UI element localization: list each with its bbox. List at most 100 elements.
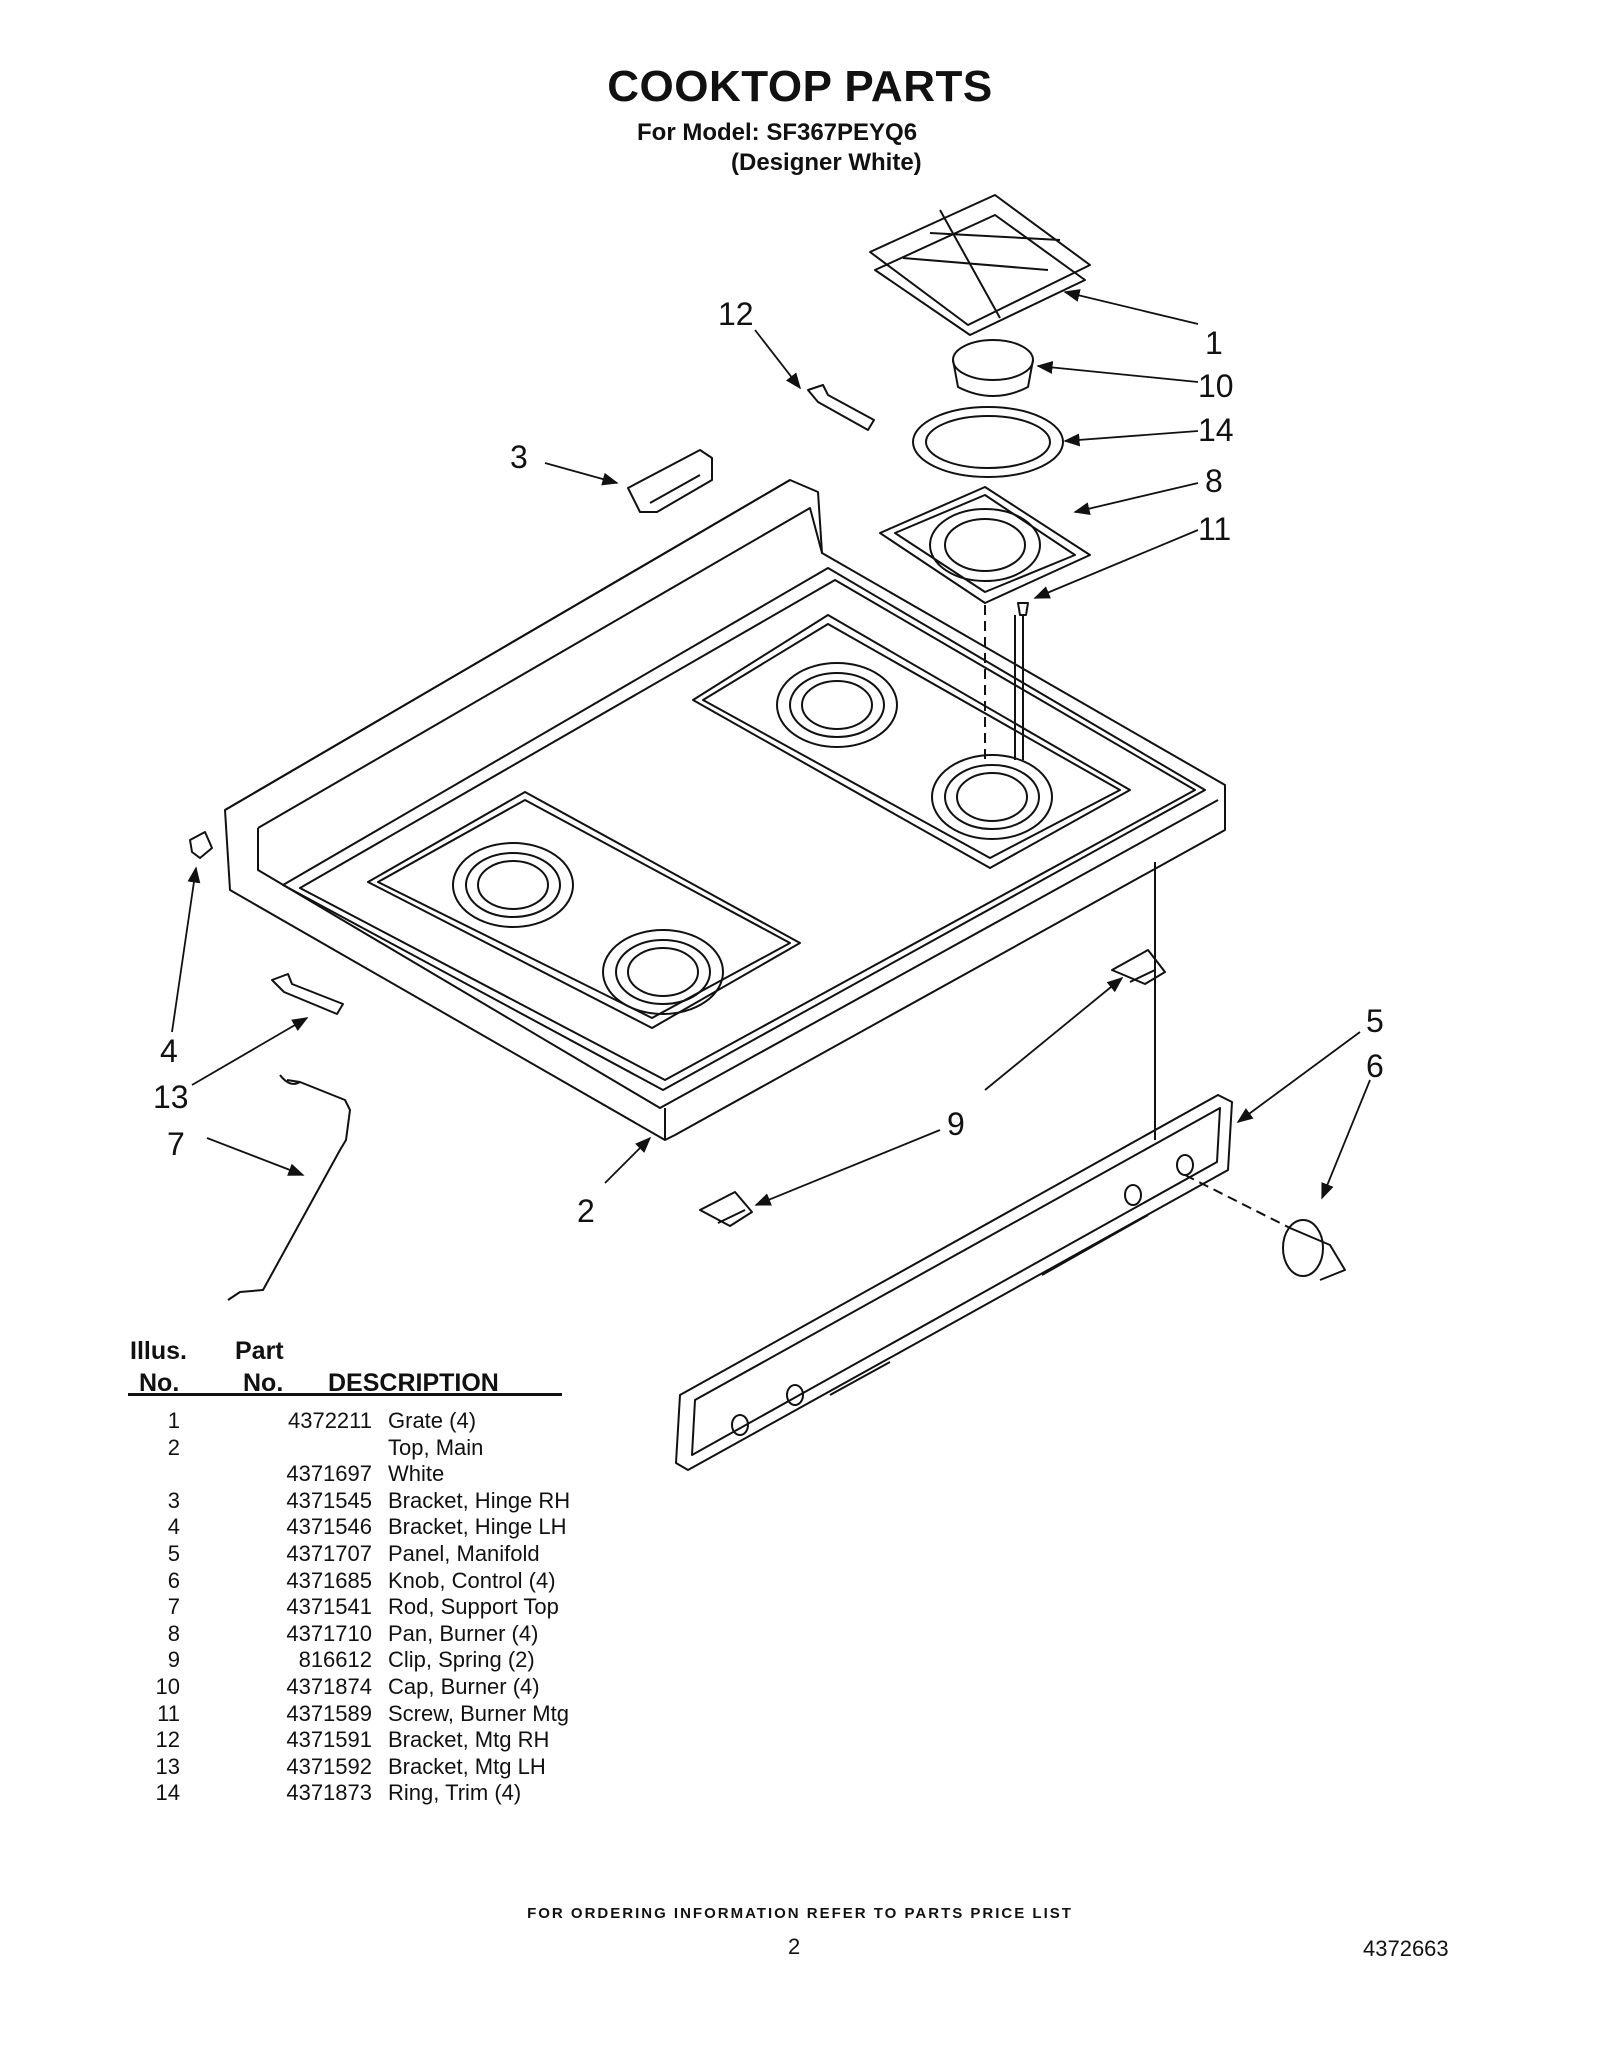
- description: Clip, Spring (2): [388, 1647, 535, 1673]
- page-title: COOKTOP PARTS: [607, 62, 993, 111]
- model-line: For Model: SF367PEYQ6: [637, 119, 918, 146]
- trim-ring-part: [912, 406, 1064, 478]
- description: Bracket, Hinge RH: [388, 1487, 571, 1513]
- document-number: 4372663: [1363, 1936, 1449, 1961]
- col-part-header-1: Part: [235, 1337, 284, 1365]
- illus-no: 4: [167, 1514, 180, 1540]
- callout-6: 6: [1366, 1048, 1384, 1084]
- description: Screw, Burner Mtg: [388, 1700, 569, 1726]
- table-header-rule: [128, 1393, 562, 1396]
- illus-no: 10: [155, 1673, 180, 1699]
- bracket-hinge-lh-part: [189, 831, 213, 859]
- col-description-header: DESCRIPTION: [328, 1369, 499, 1397]
- description: Bracket, Hinge LH: [388, 1514, 567, 1540]
- description: Panel, Manifold: [388, 1540, 540, 1566]
- ordering-note: FOR ORDERING INFORMATION REFER TO PARTS …: [527, 1905, 1073, 1922]
- control-knob-part: [1184, 1174, 1346, 1281]
- bracket-mtg-lh-part: [271, 973, 344, 1015]
- leader-arrows: [171, 289, 1371, 1206]
- table-row: 14 4371873 Ring, Trim (4): [120, 1780, 648, 1807]
- part-no: 4371591: [286, 1727, 372, 1753]
- bracket-hinge-rh-part: [627, 449, 713, 513]
- part-no: 4371874: [286, 1673, 372, 1699]
- table-row: 10 4371874 Cap, Burner (4): [120, 1674, 648, 1701]
- part-no: 4371592: [286, 1753, 372, 1779]
- callout-7: 7: [167, 1126, 185, 1162]
- callout-5: 5: [1366, 1003, 1384, 1039]
- table-row: 11 4371589 Screw, Burner Mtg: [120, 1701, 648, 1728]
- callout-13: 13: [153, 1079, 189, 1115]
- callout-14: 14: [1198, 412, 1234, 448]
- description: Top, Main: [388, 1434, 484, 1460]
- description: Pan, Burner (4): [388, 1620, 539, 1646]
- illus-no: 14: [155, 1780, 180, 1806]
- grate-part: [869, 194, 1091, 336]
- part-no: 4371589: [286, 1700, 372, 1726]
- table-row: 12 4371591 Bracket, Mtg RH: [120, 1727, 648, 1754]
- page-number: 2: [788, 1934, 801, 1959]
- callout-4: 4: [160, 1033, 178, 1069]
- part-no: 4371685: [286, 1567, 372, 1593]
- illus-no: 12: [155, 1727, 180, 1753]
- table-row: 4371697 White: [120, 1461, 648, 1488]
- part-no: 4371710: [286, 1620, 372, 1646]
- part-no: 4372211: [287, 1408, 372, 1433]
- spring-clip-part: [699, 949, 1166, 1227]
- burner-openings: [452, 662, 1053, 1015]
- part-no: 4371697: [286, 1461, 372, 1487]
- part-no: 4371707: [286, 1540, 372, 1566]
- callout-10: 10: [1198, 368, 1234, 404]
- col-part-header-2: No.: [243, 1369, 284, 1397]
- table-row: 4 4371546 Bracket, Hinge LH: [120, 1514, 648, 1541]
- illus-no: 1: [167, 1408, 180, 1433]
- illus-no: 9: [167, 1647, 180, 1673]
- callout-2: 2: [577, 1193, 595, 1229]
- burner-screw-part: [984, 602, 1029, 760]
- table-row: 3 4371545 Bracket, Hinge RH: [120, 1488, 648, 1515]
- part-no: 4371546: [286, 1514, 372, 1540]
- burner-pan-part: [879, 486, 1091, 604]
- description: Cap, Burner (4): [388, 1673, 540, 1699]
- part-no: 4371541: [286, 1594, 372, 1620]
- bracket-mtg-rh-part: [807, 384, 875, 431]
- callout-11: 11: [1198, 511, 1231, 547]
- illus-no: 8: [167, 1620, 180, 1646]
- table-row: 1 4372211 Grate (4): [120, 1408, 648, 1435]
- description: Rod, Support Top: [388, 1594, 559, 1620]
- table-row: 13 4371592 Bracket, Mtg LH: [120, 1754, 648, 1781]
- table-row: 9 816612 Clip, Spring (2): [120, 1647, 648, 1674]
- illus-no: [120, 1461, 180, 1488]
- part-no: 816612: [298, 1647, 372, 1673]
- illus-no: 2: [167, 1434, 180, 1460]
- burner-cap-part: [952, 339, 1034, 397]
- illus-no: 13: [155, 1753, 180, 1779]
- col-illus-header-2: No.: [139, 1369, 180, 1397]
- manifold-panel-part: [675, 862, 1233, 1471]
- main-top-part: [224, 479, 1226, 1141]
- callout-1: 1: [1205, 325, 1223, 361]
- part-no: 4371545: [286, 1487, 372, 1513]
- parts-table: 1 4372211 Grate (4) 2 Top, Main 4371697 Whit…: [120, 1408, 648, 1807]
- description: Bracket, Mtg RH: [388, 1727, 550, 1753]
- description: Knob, Control (4): [388, 1567, 556, 1593]
- callout-9: 9: [947, 1106, 965, 1142]
- col-illus-header-1: Illus.: [130, 1337, 187, 1365]
- callout-12: 12: [718, 296, 754, 332]
- table-row: 2 Top, Main: [120, 1435, 648, 1462]
- table-row: 7 4371541 Rod, Support Top: [120, 1594, 648, 1621]
- illus-no: 7: [167, 1594, 180, 1620]
- illus-no: 3: [167, 1487, 180, 1513]
- description: Bracket, Mtg LH: [388, 1753, 546, 1779]
- model-info: For Model: SF367PEYQ6 (Designer White): [637, 118, 922, 178]
- description: White: [388, 1461, 445, 1487]
- illus-no: 11: [157, 1700, 180, 1726]
- callout-labels: 1 10 14 8 11 12 3 5 6 9 4 13 7 2: [153, 296, 1384, 1229]
- description: Grate (4): [388, 1408, 477, 1433]
- description: Ring, Trim (4): [388, 1780, 522, 1806]
- callout-8: 8: [1205, 463, 1223, 499]
- part-no: 4371873: [286, 1780, 372, 1806]
- part-no: [180, 1435, 388, 1462]
